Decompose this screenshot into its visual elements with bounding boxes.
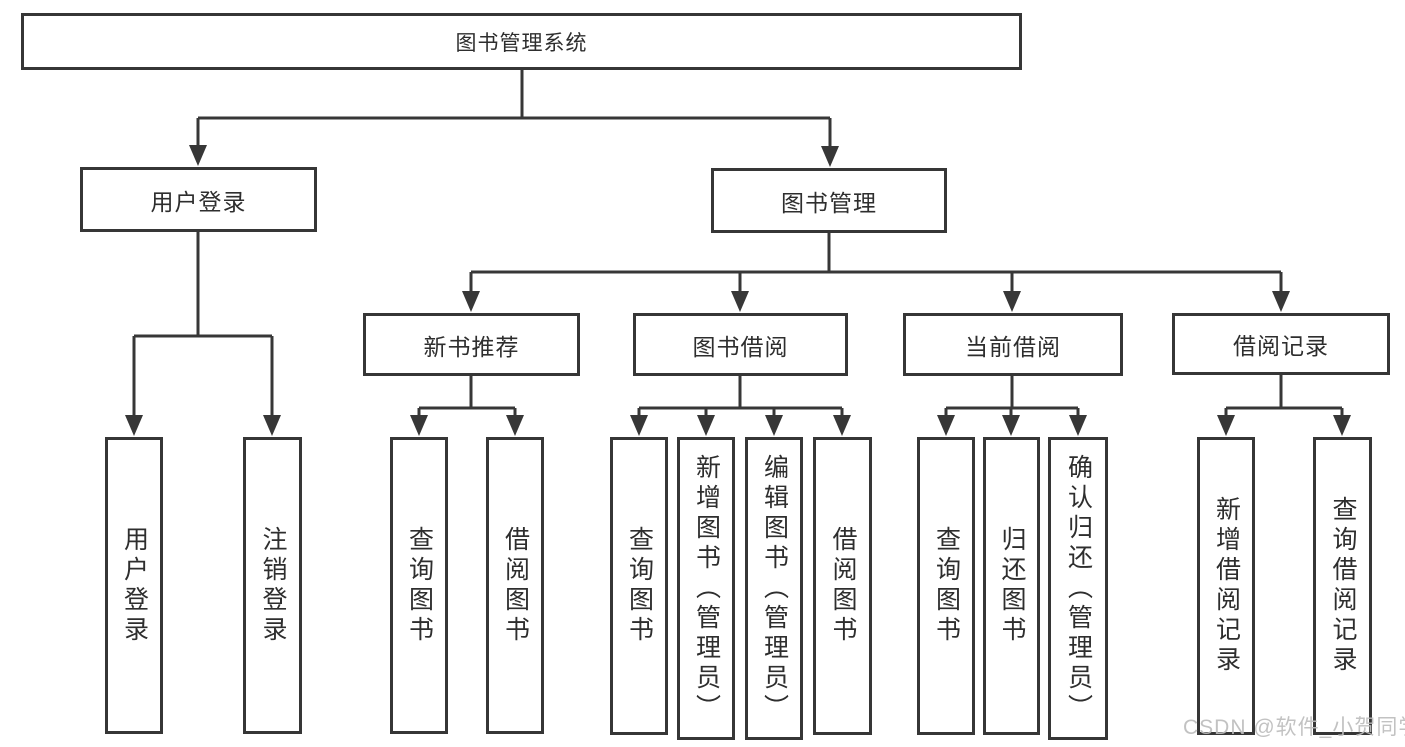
node-label: 新书推荐 (423, 333, 520, 360)
arrowhead-icon (506, 415, 524, 436)
arrowhead-icon (263, 415, 281, 436)
arrowhead-icon (410, 415, 428, 436)
arrowhead-icon (125, 415, 143, 436)
leaf-newbook-query-books: 查询图书 (390, 437, 448, 734)
leaf-logout: 注销登录 (243, 437, 302, 734)
leaf-records-query-record: 查询借阅记录 (1313, 437, 1372, 735)
leaf-label: 查询图书 (932, 526, 961, 646)
leaf-label: 用户登录 (120, 525, 149, 646)
leaf-current-confirm-return-admin: 确认归还（管理员） (1048, 437, 1108, 740)
leaf-borrowing-borrow-books: 借阅图书 (813, 437, 872, 735)
leaf-borrowing-edit-books-admin: 编辑图书（管理员） (745, 437, 803, 740)
arrowhead-icon (1272, 291, 1290, 312)
leaf-label: 归还图书 (998, 526, 1026, 646)
node-label: 图书借阅 (692, 333, 789, 360)
arrowhead-icon (1003, 291, 1021, 312)
csdn-watermark: CSDN @软件_小贺同学 (1183, 716, 1405, 739)
connector-book-borrowing-branch (630, 374, 851, 436)
node-new-book-recommendation: 新书推荐 (363, 313, 580, 376)
leaf-records-add-record: 新增借阅记录 (1197, 437, 1255, 735)
connector-line (469, 231, 1283, 292)
connector-book-management-branch (462, 231, 1290, 312)
connector-current-borrowing-branch (937, 374, 1087, 436)
connector-line (417, 374, 517, 416)
arrowhead-icon (1002, 415, 1020, 436)
connector-line (944, 374, 1080, 416)
leaf-newbook-borrow-books: 借阅图书 (486, 437, 544, 734)
node-label: 图书管理系统 (455, 31, 588, 55)
arrowhead-icon (630, 415, 648, 436)
connector-root-to-level1 (189, 68, 839, 167)
leaf-label: 查询借阅记录 (1329, 496, 1357, 676)
node-book-borrowing: 图书借阅 (633, 313, 848, 376)
arrowhead-icon (462, 291, 480, 312)
leaf-label: 确认归还（管理员） (1064, 453, 1093, 724)
node-library-management-system: 图书管理系统 (21, 13, 1022, 70)
leaf-label: 编辑图书（管理员） (760, 453, 789, 724)
connector-line (637, 374, 844, 416)
node-current-borrowing: 当前借阅 (903, 313, 1123, 376)
arrowhead-icon (821, 146, 839, 167)
node-label: 图书管理 (781, 189, 877, 216)
leaf-label: 注销登录 (259, 525, 287, 646)
arrowhead-icon (1333, 415, 1351, 436)
arrowhead-icon (731, 291, 749, 312)
leaf-label: 新增借阅记录 (1212, 496, 1241, 676)
arrowhead-icon (833, 415, 851, 436)
leaf-borrowing-query-books: 查询图书 (610, 437, 668, 735)
leaf-user-login: 用户登录 (105, 437, 163, 734)
connector-line (196, 68, 832, 147)
node-label: 借阅记录 (1233, 333, 1329, 359)
arrowhead-icon (765, 415, 783, 436)
node-borrowing-records: 借阅记录 (1172, 313, 1390, 375)
leaf-label: 借阅图书 (829, 526, 857, 646)
node-book-management: 图书管理 (711, 168, 947, 233)
node-label: 用户登录 (150, 188, 247, 215)
leaf-current-query-books: 查询图书 (917, 437, 975, 735)
leaf-borrowing-add-books-admin: 新增图书（管理员） (677, 437, 735, 740)
connector-user-login-branch (125, 230, 281, 436)
arrowhead-icon (1217, 415, 1235, 436)
connector-line (1224, 374, 1344, 416)
connector-new-book-branch (410, 374, 524, 436)
node-user-login: 用户登录 (80, 167, 317, 232)
connector-borrow-records-branch (1217, 374, 1351, 436)
arrowhead-icon (189, 145, 207, 166)
leaf-label: 借阅图书 (501, 525, 530, 646)
arrowhead-icon (697, 415, 715, 436)
connector-line (132, 230, 274, 416)
arrowhead-icon (937, 415, 955, 436)
leaf-label: 查询图书 (625, 526, 654, 646)
leaf-label: 新增图书（管理员） (692, 453, 721, 724)
arrowhead-icon (1069, 415, 1087, 436)
node-label: 当前借阅 (965, 333, 1061, 360)
leaf-current-return-books: 归还图书 (983, 437, 1040, 735)
leaf-label: 查询图书 (405, 525, 434, 646)
